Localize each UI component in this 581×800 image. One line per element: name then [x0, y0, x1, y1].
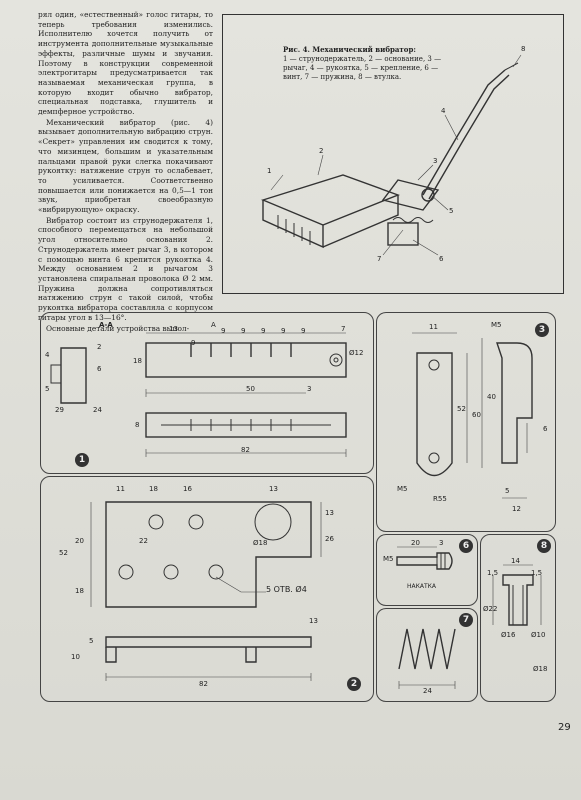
- drawing-number-2: 2: [347, 677, 361, 691]
- holes-note: 5 ОТВ. Ø4: [266, 585, 307, 594]
- dim-4: 4: [45, 351, 50, 359]
- page-number: 29: [558, 722, 571, 733]
- dim-29: 29: [55, 406, 64, 414]
- callout-3: 3: [433, 157, 438, 165]
- drawing-6-panel: 20 3 М5 НАКАТКА 6: [376, 534, 478, 606]
- dim-9a: 9: [221, 327, 226, 335]
- drawing-6-svg: [396, 546, 453, 570]
- figure-4-caption: Рис. 4. Механический вибратор: 1 — струн…: [283, 45, 443, 82]
- dim-50: 50: [246, 385, 255, 393]
- dim-9c: 9: [261, 327, 266, 335]
- d3-dim-m5b: М5: [397, 485, 408, 493]
- d6-dim-m5: М5: [383, 555, 394, 563]
- dim-24: 24: [93, 406, 102, 414]
- dim-9d: 9: [281, 327, 286, 335]
- drawing-number-7: 7: [459, 613, 473, 627]
- drawing-3-svg: [412, 332, 533, 499]
- d2-dim-13c: 13: [309, 617, 318, 625]
- d3-dim-40: 40: [487, 393, 496, 401]
- drawing-1-panel: А-А А 13 9 9 9 9 9 7 9 18 6 4 5 2 29 24 …: [40, 312, 374, 474]
- drawing-number-3: 3: [535, 323, 549, 337]
- d2-dim-16: 16: [183, 485, 192, 493]
- d8-dim-14: 14: [511, 557, 520, 565]
- knurling-note: НАКАТКА: [407, 583, 437, 590]
- drawing-7-panel: 24 7: [376, 608, 478, 702]
- drawing-8-svg: [492, 564, 542, 626]
- dim-7: 7: [341, 325, 346, 333]
- d3-dim-6: 6: [543, 425, 548, 433]
- vibrator-illustration: [260, 54, 522, 256]
- d7-dim-24: 24: [423, 687, 432, 695]
- drawing-1-svg: [50, 332, 347, 457]
- d2-dim-10: 10: [71, 653, 80, 661]
- drawing-number-1: 1: [75, 453, 89, 467]
- d3-dim-11: 11: [429, 323, 438, 331]
- arrow-label: А: [211, 321, 216, 329]
- d2-dim-d18: Ø18: [253, 539, 268, 547]
- d3-dim-52: 52: [457, 405, 466, 413]
- d2-dim-18: 18: [149, 485, 158, 493]
- callout-5: 5: [449, 207, 454, 215]
- d2-dim-26: 26: [325, 535, 334, 543]
- drawing-7-svg: [398, 628, 456, 689]
- callout-6: 6: [439, 255, 444, 263]
- d6-dim-3: 3: [439, 539, 444, 547]
- callout-7: 7: [377, 255, 382, 263]
- dim-9b: 9: [241, 327, 246, 335]
- d8-dim-d10: Ø10: [531, 631, 546, 639]
- d2-dim-82: 82: [199, 680, 208, 688]
- callout-8: 8: [521, 45, 526, 53]
- callout-1: 1: [267, 167, 272, 175]
- dim-8: 8: [135, 421, 140, 429]
- dim-d12: Ø12: [349, 349, 364, 357]
- d2-dim-20: 20: [75, 537, 84, 545]
- d3-dim-m5: М5: [491, 321, 502, 329]
- drawing-number-8: 8: [537, 539, 551, 553]
- callout-4: 4: [441, 107, 446, 115]
- paragraph-4: Основные детали устройства выпол-: [46, 323, 190, 333]
- drawing-8-panel: 14 1,5 1,5 Ø22 Ø16 Ø10 Ø18 8: [480, 534, 556, 702]
- paragraph-1: рял один, «естественный» голос гитары, т…: [38, 10, 213, 117]
- d2-dim-18b: 18: [75, 587, 84, 595]
- drawing-number-6: 6: [459, 539, 473, 553]
- d2-dim-11: 11: [116, 485, 125, 493]
- article-text-column: рял один, «естественный» голос гитары, т…: [38, 10, 213, 334]
- dim-9f: 9: [191, 339, 196, 347]
- drawing-3-panel: 11 М5 52 60 40 6 5 12 М5 R55 3: [376, 312, 556, 532]
- figure-4-title: Рис. 4. Механический вибратор:: [283, 45, 416, 54]
- d2-dim-5: 5: [89, 637, 94, 645]
- figure-4-box: Рис. 4. Механический вибратор: 1 — струн…: [222, 14, 564, 294]
- d8-dim-1-5a: 1,5: [487, 569, 499, 577]
- figure-4-legend: 1 — струнодержатель, 2 — основание, 3 — …: [283, 55, 442, 81]
- dim-82: 82: [241, 446, 250, 454]
- callout-2: 2: [319, 147, 324, 155]
- d8-dim-d22: Ø22: [483, 605, 498, 613]
- d3-dim-r55: R55: [433, 495, 447, 503]
- d6-dim-20: 20: [411, 539, 420, 547]
- section-label: А-А: [99, 321, 113, 329]
- paragraph-2: Механический вибратор (рис. 4) вызывает …: [38, 117, 213, 215]
- paragraph-3: Вибратор состоит из струнодержателя 1, с…: [38, 215, 213, 322]
- dim-5: 5: [45, 385, 50, 393]
- d8-dim-1-5b: 1,5: [531, 569, 543, 577]
- d2-dim-13b: 13: [325, 509, 334, 517]
- dim-3: 3: [307, 385, 312, 393]
- drawing-2-panel: 11 18 16 13 13 52 20 22 18 26 Ø18 5 10 8…: [40, 476, 374, 702]
- d3-dim-5: 5: [505, 487, 510, 495]
- d2-dim-22: 22: [139, 537, 148, 545]
- dim-18: 18: [133, 357, 142, 365]
- dim-2: 2: [97, 343, 102, 351]
- d2-dim-52: 52: [59, 549, 68, 557]
- dim-9e: 9: [301, 327, 306, 335]
- dim-13: 13: [169, 325, 178, 333]
- dim-6: 6: [97, 365, 102, 373]
- d8-dim-d16: Ø16: [501, 631, 516, 639]
- drawing-2-svg: [90, 501, 322, 681]
- d3-dim-60: 60: [472, 411, 481, 419]
- d2-dim-13: 13: [269, 485, 278, 493]
- d8-dim-d18: Ø18: [533, 665, 548, 673]
- d3-dim-12: 12: [512, 505, 521, 513]
